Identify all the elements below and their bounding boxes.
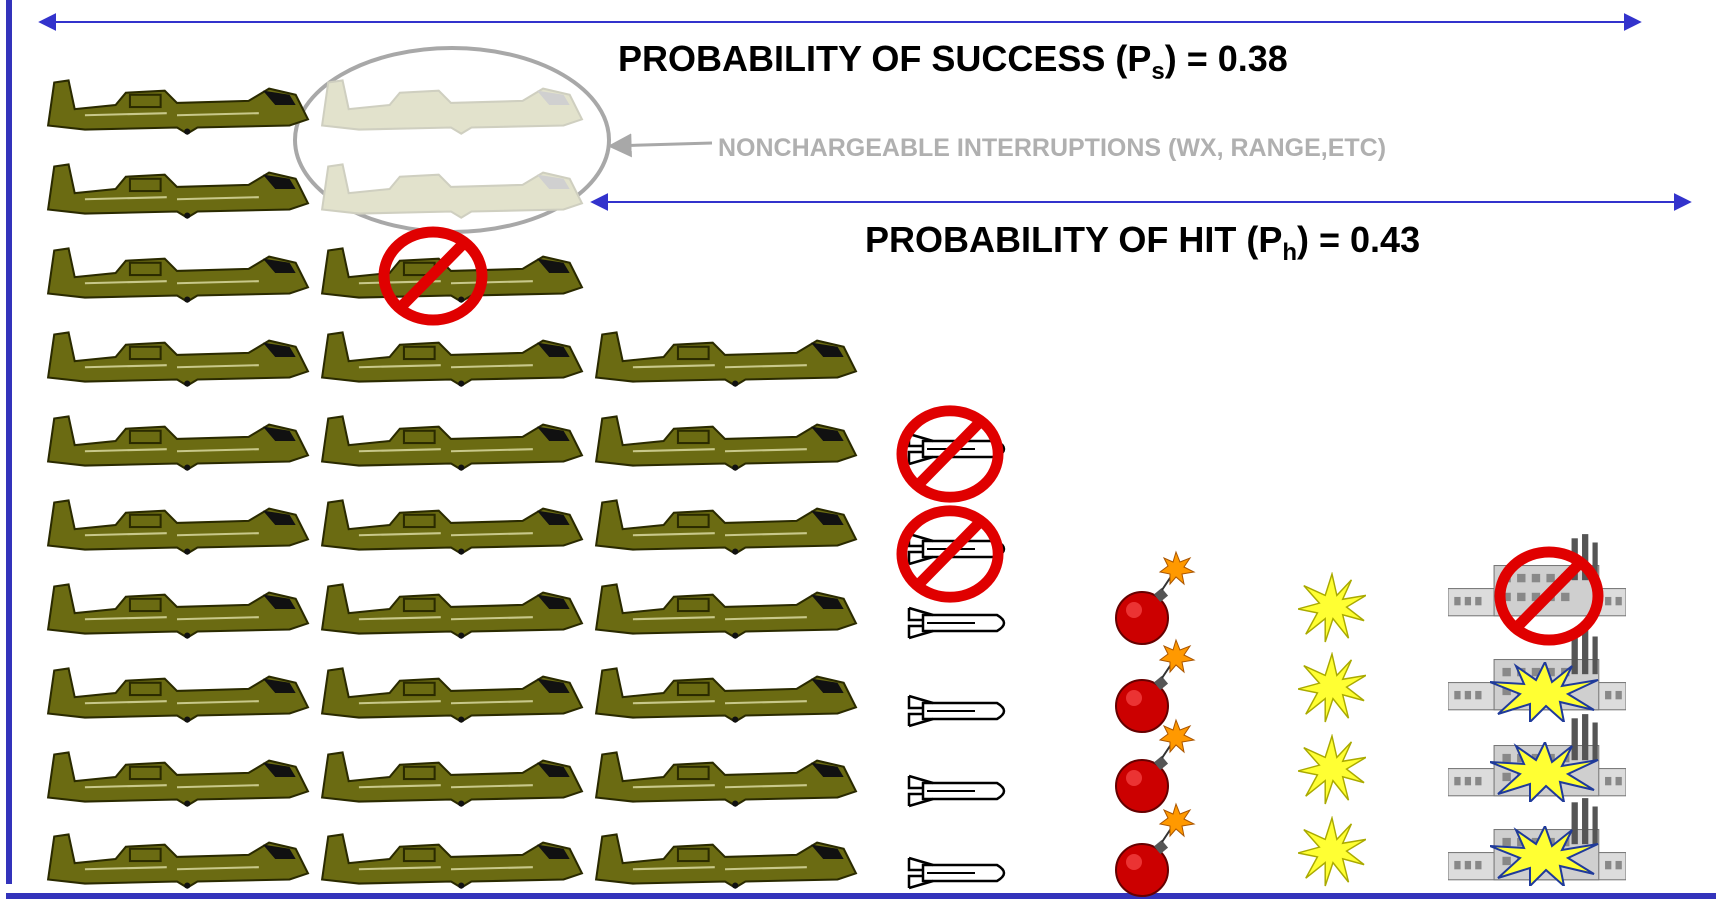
aircraft-icon (47, 499, 309, 556)
aircraft-icon (321, 331, 583, 388)
aircraft-faded-icon (321, 163, 583, 219)
bomb-icon (1115, 719, 1195, 813)
aircraft-icon (47, 415, 309, 472)
missile-icon (907, 606, 1006, 640)
aircraft-icon (595, 499, 857, 556)
explosion-icon (1298, 573, 1366, 643)
bomb-icon (1115, 803, 1195, 897)
aircraft-icon (47, 331, 309, 388)
bomb-icon (1115, 551, 1195, 645)
interruptions-pointer (607, 133, 713, 158)
aircraft-icon (321, 583, 583, 640)
explosion-column (1298, 573, 1366, 887)
aircraft-icon (595, 833, 857, 890)
aircraft-icon (47, 79, 309, 136)
aircraft-column-3 (595, 331, 857, 890)
bottom-frame-border (6, 893, 1716, 899)
bomb-column (1115, 551, 1195, 897)
explosion-icon (1298, 735, 1366, 805)
bomb-icon (1115, 639, 1195, 733)
aircraft-faded-icon (321, 79, 583, 135)
aircraft-column-2 (321, 79, 583, 890)
aircraft-icon (595, 667, 857, 724)
aircraft-icon (47, 583, 309, 640)
left-frame-border (6, 0, 12, 884)
aircraft-icon (47, 667, 309, 724)
success-label-text: PROBABILITY OF SUCCESS (P (618, 38, 1152, 79)
success-label-value: ) = 0.38 (1164, 38, 1288, 79)
hit-label-value: ) = 0.43 (1297, 219, 1421, 260)
aircraft-column-1 (47, 79, 309, 890)
aircraft-icon (595, 415, 857, 472)
aircraft-icon (595, 751, 857, 808)
explosion-icon (1298, 653, 1366, 723)
probability-of-hit-label: PROBABILITY OF HIT (Ph) = 0.43 (865, 219, 1420, 267)
explosion-icon (1298, 817, 1366, 887)
hit-label-text: PROBABILITY OF HIT (P (865, 219, 1283, 260)
aircraft-icon (321, 667, 583, 724)
aircraft-icon (321, 415, 583, 472)
success-label-subscript: s (1151, 58, 1165, 86)
missile-icon (907, 694, 1006, 728)
missile-icon (907, 856, 1006, 890)
aircraft-icon (321, 499, 583, 556)
hit-label-subscript: h (1282, 239, 1298, 267)
missile-icon (907, 774, 1006, 808)
aircraft-icon (321, 751, 583, 808)
noncharageable-interruptions-label: NONCHARGEABLE INTERRUPTIONS (WX, RANGE,E… (718, 134, 1387, 162)
aircraft-icon (321, 833, 583, 890)
aircraft-icon (47, 163, 309, 220)
aircraft-icon (595, 331, 857, 388)
aircraft-icon (47, 833, 309, 890)
aircraft-icon (595, 583, 857, 640)
aircraft-icon (47, 751, 309, 808)
probability-of-success-label: PROBABILITY OF SUCCESS (Ps) = 0.38 (618, 38, 1288, 86)
aircraft-icon (47, 247, 309, 304)
